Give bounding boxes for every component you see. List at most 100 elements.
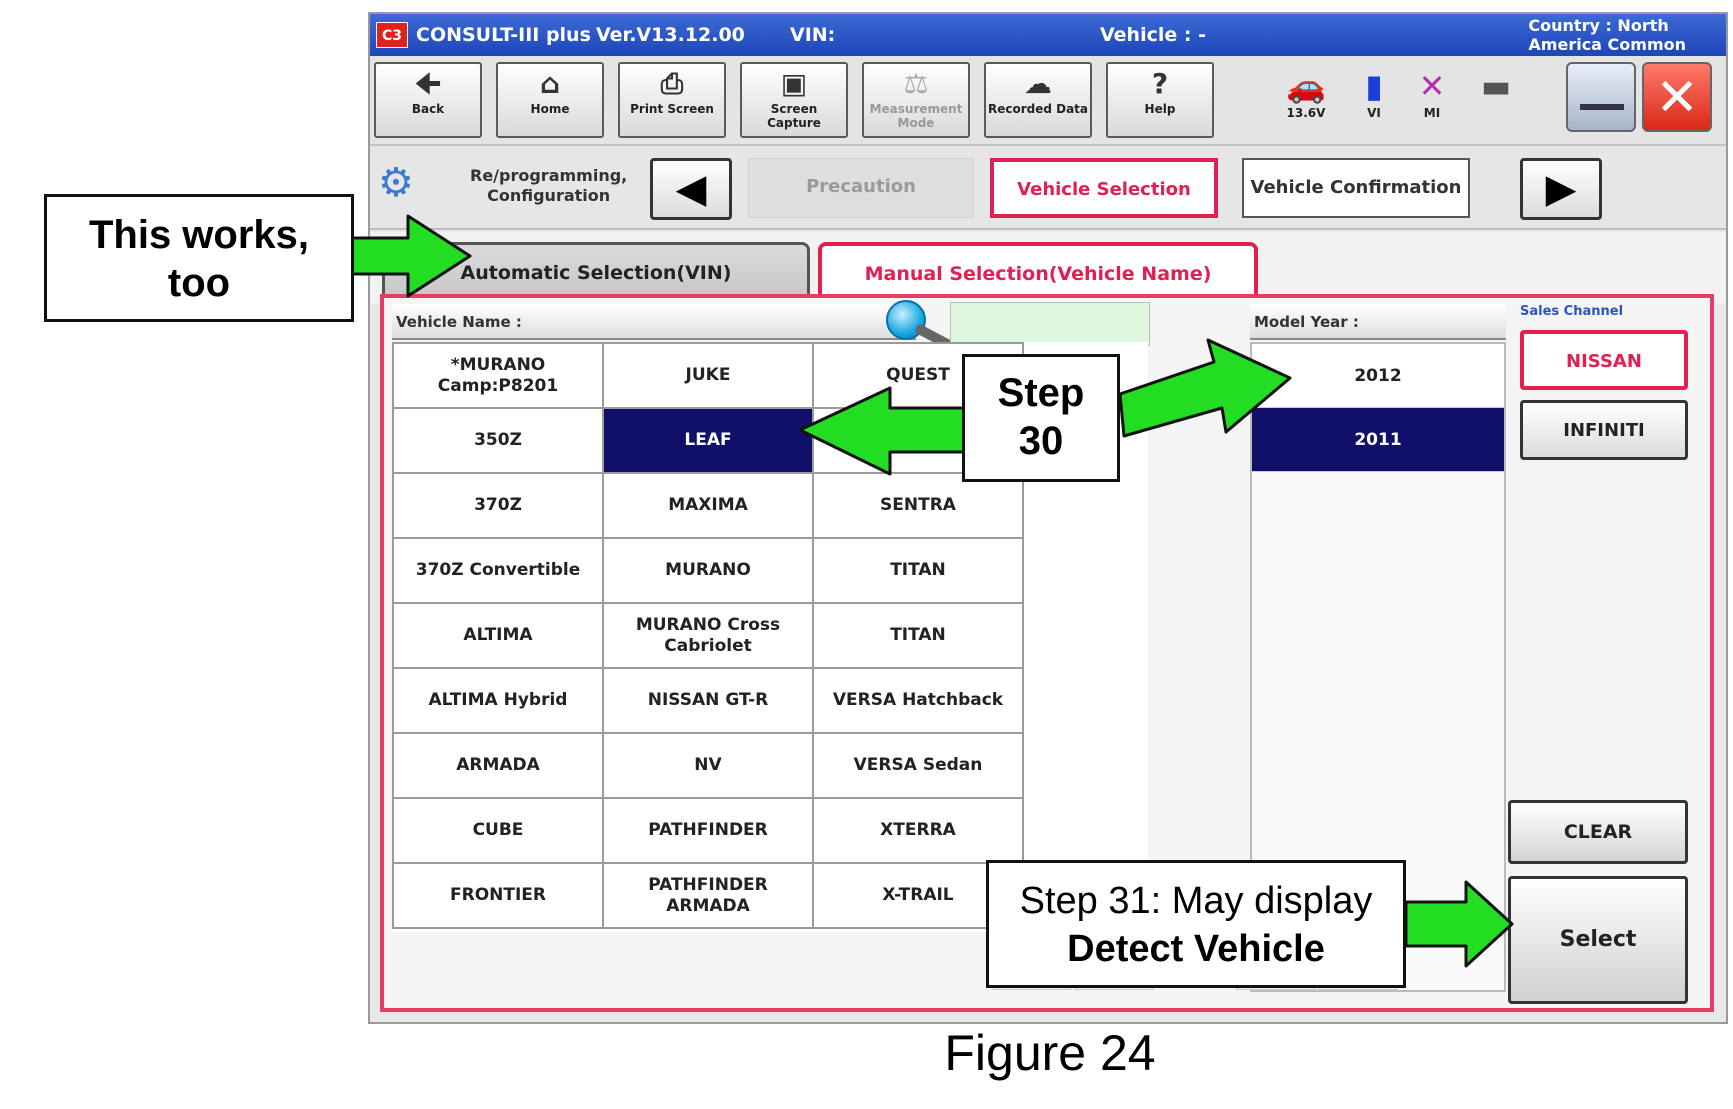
vi-label: VI xyxy=(1367,106,1381,120)
vehicle-name-cell[interactable]: MURANO xyxy=(602,537,814,604)
app-version: Ver.V13.12.00 xyxy=(596,24,745,46)
vehicle-name-cell[interactable]: MURANO Cross Cabriolet xyxy=(602,602,814,669)
callout-step-30: Step 30 xyxy=(962,354,1120,482)
vehicle-name-cell[interactable]: FRONTIER xyxy=(392,862,604,929)
vehicle-name-cell[interactable]: TITAN xyxy=(812,537,1024,604)
consult-app-window: C3 CONSULT-III plus Ver.V13.12.00 VIN: V… xyxy=(368,12,1728,1024)
vehicle-label: Vehicle : - xyxy=(1100,24,1206,46)
screen-capture-button[interactable]: ▣ Screen Capture xyxy=(740,62,848,138)
tab-automatic-selection[interactable]: Automatic Selection(VIN) xyxy=(382,242,810,302)
vehicle-name-cell[interactable]: ALTIMA xyxy=(392,602,604,669)
model-year-item-selected[interactable]: 2011 xyxy=(1252,408,1504,472)
step-vehicle-confirmation: Vehicle Confirmation xyxy=(1242,158,1470,218)
nissan-channel-button[interactable]: NISSAN xyxy=(1520,330,1688,390)
reprogramming-line-1: Re/programming, xyxy=(470,166,628,185)
vehicle-name-cell[interactable]: PATHFINDER xyxy=(602,797,814,864)
select-button[interactable]: Select xyxy=(1508,876,1688,1004)
figure-caption: Figure 24 xyxy=(944,1025,1156,1081)
country-line-1: Country : North xyxy=(1528,16,1669,35)
print-screen-label: Print Screen xyxy=(630,102,714,116)
callout-step-31: Step 31: May display Detect Vehicle xyxy=(986,860,1406,988)
measurement-mode-label: Measurement Mode xyxy=(869,102,963,130)
minimize-icon xyxy=(1580,104,1624,110)
vehicle-name-cell[interactable]: ALTIMA Hybrid xyxy=(392,667,604,734)
vehicle-search-input[interactable] xyxy=(950,302,1150,346)
app-logo-icon: C3 xyxy=(376,22,408,48)
measurement-mode-button[interactable]: ⚖ Measurement Mode xyxy=(862,62,970,138)
vehicle-name-cell[interactable]: SENTRA xyxy=(812,472,1024,539)
battery-icon: ▬ xyxy=(1480,67,1512,105)
mi-disconnected-icon: ✕ xyxy=(1418,67,1446,105)
back-button[interactable]: 🠈 Back xyxy=(374,62,482,138)
arrow-right-icon: ▶ xyxy=(1545,167,1577,211)
reprogramming-title: Re/programming, Configuration xyxy=(470,166,627,206)
vehicle-name-cell[interactable]: CUBE xyxy=(392,797,604,864)
battery-status: ▬ xyxy=(1466,66,1526,106)
help-button[interactable]: ? Help xyxy=(1106,62,1214,138)
step-vehicle-selection: Vehicle Selection xyxy=(990,158,1218,218)
model-year-header: Model Year : xyxy=(1250,304,1506,340)
toolbar: 🠈 Back ⌂ Home ⎙ Print Screen ▣ Screen Ca… xyxy=(370,56,1726,146)
vehicle-name-cell[interactable]: JUKE xyxy=(602,342,814,409)
callout-step31-line-1: Step 31: May display xyxy=(1019,880,1373,922)
measurement-icon: ⚖ xyxy=(903,67,929,100)
camera-icon: ▣ xyxy=(780,67,808,100)
vehicle-name-cell[interactable]: *MURANO Camp:P8201 xyxy=(392,342,604,409)
vi-status: ▮ VI xyxy=(1344,66,1404,120)
voltage-label: 13.6V xyxy=(1286,106,1326,120)
vehicle-name-cell[interactable]: NV xyxy=(602,732,814,799)
step-precaution: Precaution xyxy=(748,158,974,218)
vehicle-name-cell[interactable]: ARMADA xyxy=(392,732,604,799)
reprogramming-icon: ⚙ xyxy=(378,161,414,205)
callout-step31-line-2: Detect Vehicle xyxy=(1067,928,1325,970)
mi-status: ✕ MI xyxy=(1402,66,1462,120)
model-year-item[interactable]: 2012 xyxy=(1252,344,1504,408)
country-line-2: America Common xyxy=(1528,35,1686,54)
reprogramming-line-2: Configuration xyxy=(487,186,611,205)
tab-manual-selection[interactable]: Manual Selection(Vehicle Name) xyxy=(818,242,1258,302)
help-label: Help xyxy=(1144,102,1176,116)
home-button[interactable]: ⌂ Home xyxy=(496,62,604,138)
vehicle-name-cell[interactable]: 370Z Convertible xyxy=(392,537,604,604)
step-navigation: ⚙ Re/programming, Configuration ◀ Precau… xyxy=(370,146,1726,230)
vehicle-name-cell[interactable]: 370Z xyxy=(392,472,604,539)
previous-step-button[interactable]: ◀ xyxy=(650,158,732,220)
screen-capture-label: Screen Capture xyxy=(767,102,821,130)
vehicle-name-cell[interactable]: XTERRA xyxy=(812,797,1024,864)
vin-label: VIN: xyxy=(790,24,836,46)
callout-step30-line-1: Step xyxy=(997,371,1085,415)
vehicle-name-cell[interactable]: VERSA Sedan xyxy=(812,732,1024,799)
callout-automatic-line-1: This works, xyxy=(88,213,310,257)
vehicle-name-cell[interactable]: MAXIMA xyxy=(602,472,814,539)
infiniti-channel-button[interactable]: INFINITI xyxy=(1520,400,1688,460)
vehicle-name-cell[interactable]: TITAN xyxy=(812,602,1024,669)
battery-voltage-status: 🚗 13.6V xyxy=(1276,66,1336,120)
country-label: Country : North America Common xyxy=(1528,16,1686,54)
recorded-data-label: Recorded Data xyxy=(987,102,1089,116)
next-step-button[interactable]: ▶ xyxy=(1520,158,1602,220)
close-button[interactable]: ✕ xyxy=(1642,62,1712,132)
selection-tabs: Automatic Selection(VIN) Manual Selectio… xyxy=(370,232,1726,304)
print-screen-button[interactable]: ⎙ Print Screen xyxy=(618,62,726,138)
clear-button[interactable]: CLEAR xyxy=(1508,800,1688,864)
vehicle-name-cell[interactable]: PATHFINDER ARMADA xyxy=(602,862,814,929)
car-icon: 🚗 xyxy=(1286,67,1326,105)
vehicle-name-cell[interactable]: 350Z xyxy=(392,407,604,474)
vehicle-name-cell[interactable]: LEAF xyxy=(602,407,814,474)
callout-automatic-selection: This works, too xyxy=(44,194,354,322)
minimize-button[interactable] xyxy=(1566,62,1636,132)
callout-automatic-line-2: too xyxy=(167,261,231,305)
callout-step30-line-2: 30 xyxy=(1018,419,1064,463)
mi-label: MI xyxy=(1423,106,1441,120)
vehicle-name-cell[interactable]: NISSAN GT-R xyxy=(602,667,814,734)
recorded-data-button[interactable]: ☁ Recorded Data xyxy=(984,62,1092,138)
back-label: Back xyxy=(411,102,445,116)
vehicle-name-cell[interactable]: VERSA Hatchback xyxy=(812,667,1024,734)
title-bar: C3 CONSULT-III plus Ver.V13.12.00 VIN: V… xyxy=(370,14,1726,56)
